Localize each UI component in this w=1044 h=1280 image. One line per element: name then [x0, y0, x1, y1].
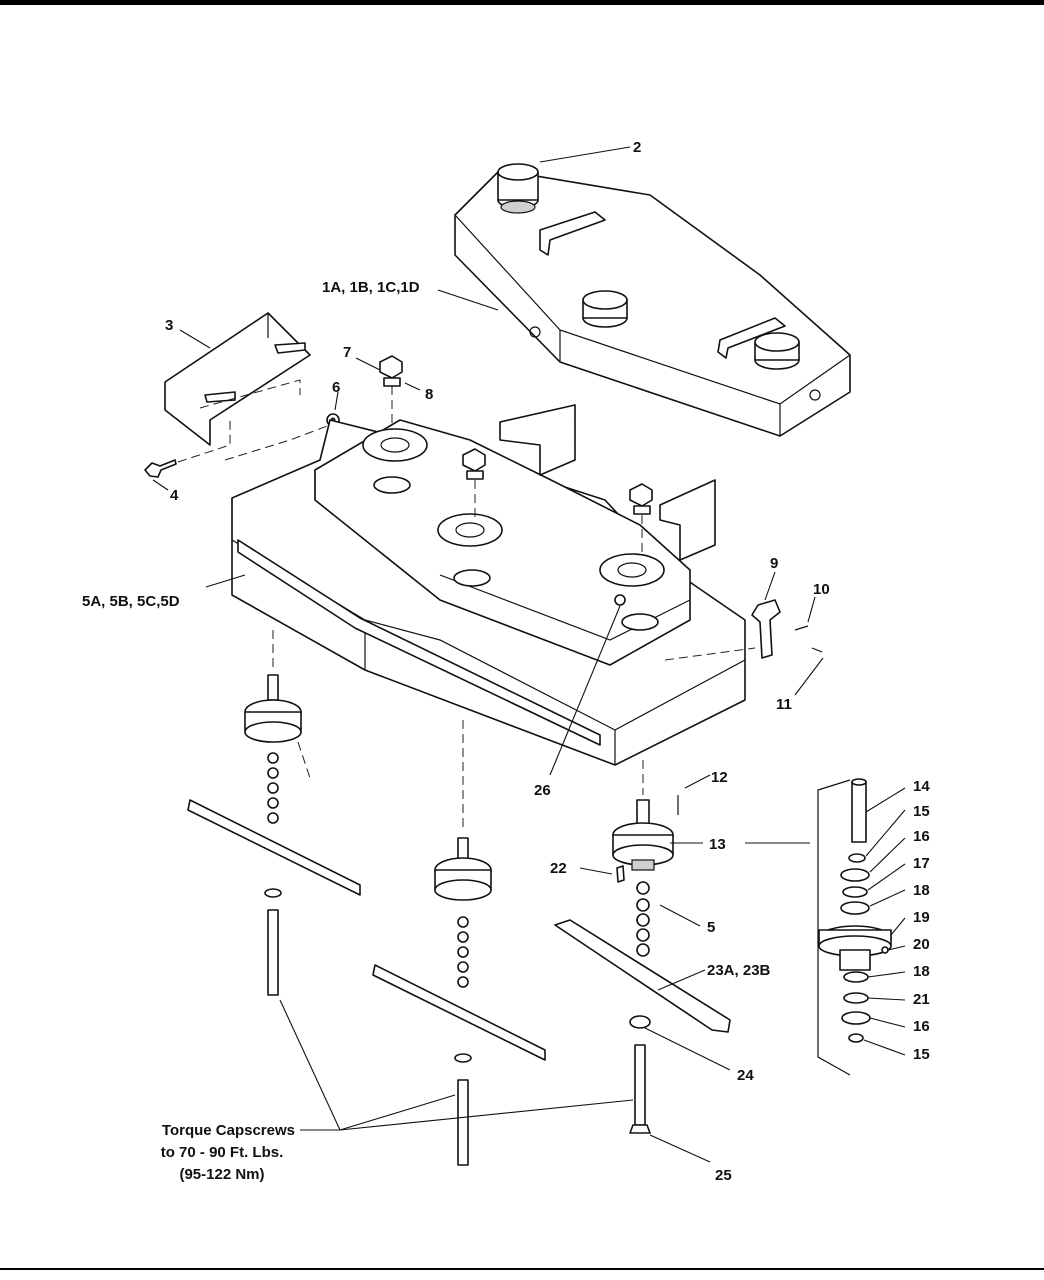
label-11: 11 — [776, 696, 792, 713]
label-23: 23A, 23B — [707, 962, 771, 979]
label-16-top: 16 — [913, 828, 930, 845]
label-6: 6 — [332, 379, 340, 396]
label-18-top: 18 — [913, 882, 930, 899]
label-2: 2 — [633, 139, 641, 156]
mower-deck — [231, 355, 746, 766]
label-26: 26 — [534, 782, 551, 799]
label-15-top: 15 — [913, 803, 930, 820]
label-10: 10 — [813, 581, 830, 598]
bolt-and-nut — [144, 379, 340, 478]
bottom-rule — [0, 1268, 1044, 1270]
spindle-left — [187, 630, 361, 996]
label-14: 14 — [913, 778, 930, 795]
label-4: 4 — [170, 487, 179, 504]
label-22: 22 — [550, 860, 567, 877]
label-17: 17 — [913, 855, 930, 872]
label-15-bottom: 15 — [913, 1046, 930, 1063]
top-rule — [0, 0, 1044, 5]
label-8: 8 — [425, 386, 433, 403]
torque-note: Torque Capscrews to 70 - 90 Ft. Lbs. (95… — [161, 1122, 295, 1183]
latch-parts — [664, 599, 823, 661]
label-1: 1A, 1B, 1C,1D — [322, 279, 420, 296]
label-13: 13 — [709, 836, 726, 853]
label-5: 5 — [707, 919, 715, 936]
spindle-right — [554, 760, 731, 1134]
label-21: 21 — [913, 991, 930, 1008]
label-9: 9 — [770, 555, 778, 572]
spindle-middle — [372, 720, 546, 1166]
callout-labels: 2 1A, 1B, 1C,1D 3 7 8 6 4 5A, 5B, 5C,5D … — [82, 139, 930, 1184]
label-20: 20 — [913, 936, 930, 953]
label-18-bottom: 18 — [913, 963, 930, 980]
label-5-deck: 5A, 5B, 5C,5D — [82, 593, 180, 610]
spindle-exploded — [817, 778, 892, 1076]
label-3: 3 — [165, 317, 173, 334]
belt-shield — [164, 312, 311, 446]
label-16-bottom: 16 — [913, 1018, 930, 1035]
label-24: 24 — [737, 1067, 754, 1084]
label-7: 7 — [343, 344, 351, 361]
label-12: 12 — [711, 769, 728, 786]
torque-note-line1: Torque Capscrews — [162, 1122, 295, 1139]
deck-cover — [454, 163, 851, 437]
label-25: 25 — [715, 1167, 732, 1184]
leader-lines — [152, 146, 906, 1163]
torque-note-line2: to 70 - 90 Ft. Lbs. — [161, 1144, 284, 1161]
torque-note-line3: (95-122 Nm) — [179, 1166, 264, 1183]
label-19: 19 — [913, 909, 930, 926]
